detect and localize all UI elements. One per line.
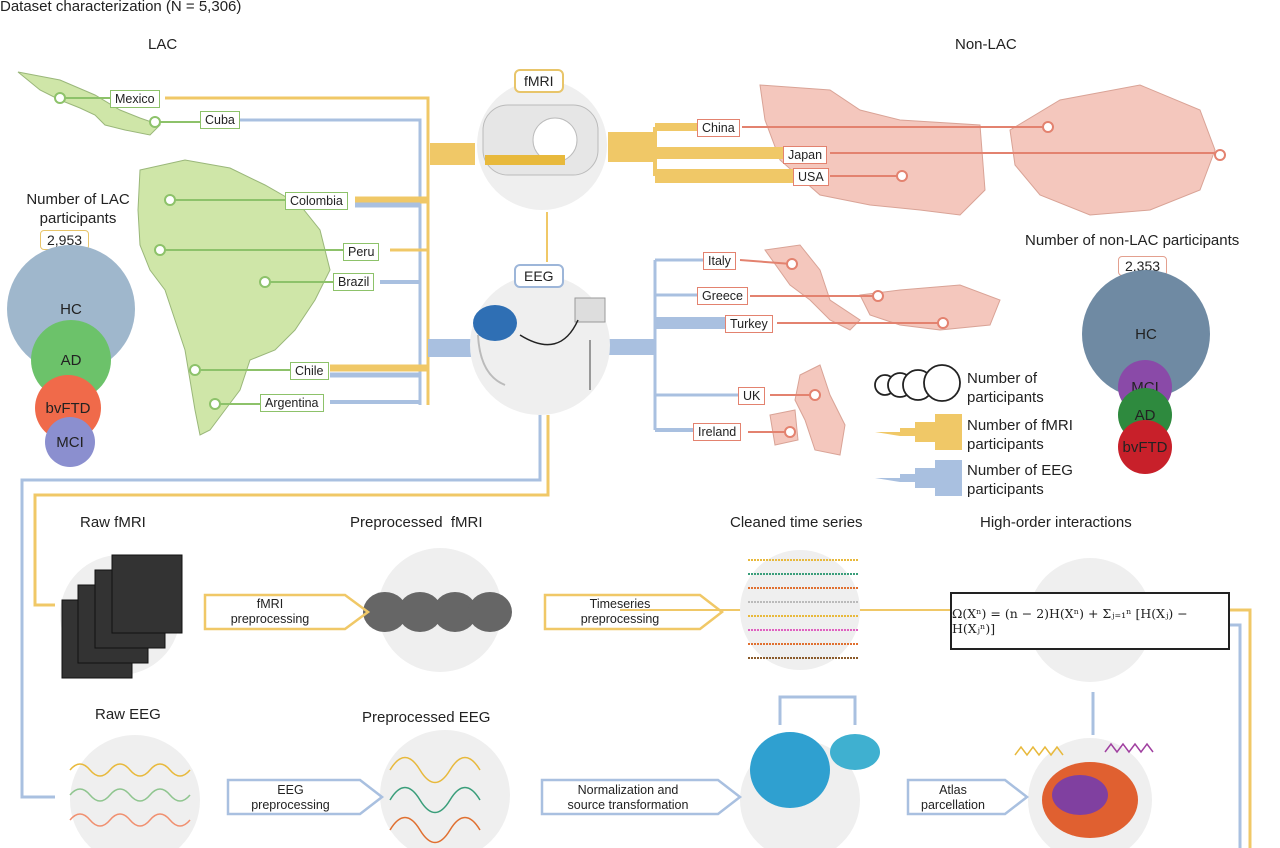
lac-arrows	[60, 97, 350, 405]
country-tag: UK	[738, 387, 766, 405]
non-lac-map-top	[759, 84, 1216, 216]
atlas-l1: Atlas	[939, 783, 967, 797]
country-tag: Ireland	[693, 423, 742, 441]
eeg-preprocessing-step: EEG preprocessing	[228, 783, 353, 813]
atlas-l2: parcellation	[921, 798, 985, 812]
country-tag: Brazil	[333, 273, 375, 291]
legend-fmri-icon	[875, 414, 962, 450]
lac-mci-bubble: MCI	[45, 417, 95, 467]
fmri-preprocessing-step: fMRI preprocessing	[205, 597, 335, 627]
non-lac-bvftd-bubble: bvFTD	[1118, 420, 1172, 474]
legend-fmri-l2: participants	[967, 436, 1044, 453]
lac-participants-line1: Number of LAC	[26, 191, 130, 208]
legend-participants: Number of participants	[967, 369, 1044, 407]
eeg-proc-l1: EEG	[277, 783, 304, 797]
region-lac-label: LAC	[148, 36, 178, 53]
fmri-proc-l1: fMRI	[256, 597, 284, 611]
fmri-proc-l2: preprocessing	[230, 612, 310, 626]
pipeline-connectors	[20, 415, 1252, 848]
modality-eeg-label: EEG	[514, 264, 564, 288]
legend-eeg-icon	[875, 460, 962, 496]
country-tag: Cuba	[200, 111, 240, 129]
preprocessed-eeg-title: Preprocessed EEG	[362, 709, 491, 726]
non-lac-arrows	[739, 126, 1220, 433]
high-order-interactions-title: High-order interactions	[980, 514, 1132, 531]
ts-proc-l2: preprocessing	[580, 612, 660, 626]
country-tag: USA	[793, 168, 829, 186]
ts-proc-l1: Timeseries	[589, 597, 651, 611]
non-lac-map-europe	[764, 244, 1001, 456]
preprocessed-fmri-title: Preprocessed fMRI	[350, 514, 483, 531]
country-tag: Peru	[343, 243, 380, 261]
source-head-icon	[750, 732, 830, 808]
lac-connectors	[165, 96, 430, 405]
lac-participants-line2: participants	[39, 210, 117, 227]
raw-eeg-title: Raw EEG	[95, 706, 161, 723]
country-tag: Argentina	[260, 394, 324, 412]
timeseries-preprocessing-step: Timeseries preprocessing	[545, 597, 695, 627]
legend-eeg-l1: Number of EEG	[967, 462, 1073, 479]
lac-bvftd-bubble: bvFTD	[35, 375, 101, 441]
legend-participants-l1: Number of	[967, 370, 1038, 387]
atlas-parcellation-step: Atlas parcellation	[908, 783, 998, 813]
norm-l1: Normalization and	[577, 783, 679, 797]
legend-eeg: Number of EEG participants	[967, 461, 1073, 499]
legend-participants-icon	[874, 364, 961, 402]
modality-fmri-label: fMRI	[514, 69, 564, 93]
cleaned-time-series-title: Cleaned time series	[730, 514, 863, 531]
country-tag: Turkey	[725, 315, 773, 333]
country-tag: Colombia	[285, 192, 348, 210]
page-title: Dataset characterization (N = 5,306)	[0, 0, 242, 15]
cleaned-time-series	[748, 559, 858, 659]
country-tag: Italy	[703, 252, 736, 270]
legend-participants-l2: participants	[967, 389, 1044, 406]
legend-eeg-l2: participants	[967, 481, 1044, 498]
country-tag: China	[697, 119, 740, 137]
preprocessed-eeg-waves	[389, 756, 481, 844]
high-order-interaction-formula: Ω(Xⁿ) = (n − 2)H(Xⁿ) + Σⱼ₌₁ⁿ [H(Xⱼ) − H(…	[950, 592, 1230, 650]
country-tag: Mexico	[110, 90, 160, 108]
raw-eeg-waves	[69, 763, 191, 827]
preprocessed-fmri-brains	[363, 592, 512, 632]
raw-fmri-title: Raw fMRI	[80, 514, 146, 531]
raw-fmri-slices	[61, 554, 183, 679]
legend-fmri-l1: Number of fMRI	[967, 417, 1073, 434]
non-lac-connectors	[608, 123, 795, 432]
eeg-proc-l2: preprocessing	[251, 798, 330, 812]
lac-participants-label: Number of LAC participants	[13, 190, 143, 228]
country-tag: Chile	[290, 362, 329, 380]
norm-l2: source transformation	[567, 798, 689, 812]
country-tag: Japan	[783, 146, 828, 164]
region-non-lac-label: Non-LAC	[955, 36, 1017, 53]
country-tag: Greece	[697, 287, 748, 305]
normalization-step: Normalization and source transformation	[542, 783, 714, 813]
legend-fmri: Number of fMRI participants	[967, 416, 1073, 454]
non-lac-participants-label: Number of non-LAC participants	[1025, 232, 1240, 249]
